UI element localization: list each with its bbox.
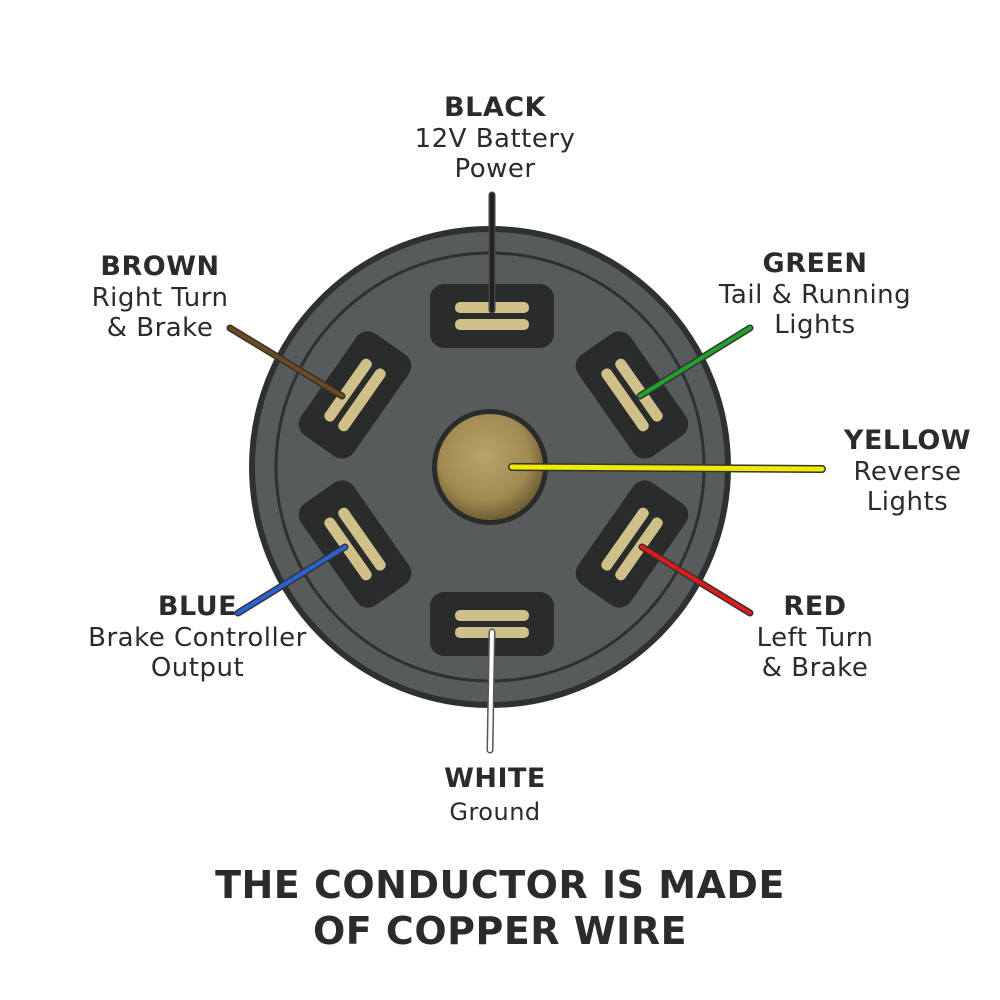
pin-desc-blue: Brake Controller Output <box>88 623 307 683</box>
wire-white <box>486 628 496 754</box>
wire-brown <box>226 324 346 400</box>
pin-name-brown: BROWN <box>100 251 220 282</box>
wire-yellow <box>508 463 826 473</box>
blade <box>601 368 649 432</box>
pin-name-black: BLACK <box>444 92 546 123</box>
wire-blue <box>234 543 349 617</box>
pin-desc-white: Ground <box>449 798 541 826</box>
label-white: WHITE Ground <box>395 763 595 829</box>
pin-name-white: WHITE <box>444 763 546 794</box>
blade <box>338 368 386 432</box>
pin-desc-green: Tail & Running Lights <box>718 280 912 340</box>
blade <box>338 507 386 571</box>
pin-name-yellow: YELLOW <box>843 425 972 456</box>
blade <box>324 517 372 581</box>
pin-desc-yellow: Reverse Lights <box>853 457 962 517</box>
blade <box>615 358 663 422</box>
footer-caption: THE CONDUCTOR IS MADE OF COPPER WIRE <box>215 863 785 953</box>
blade <box>601 507 649 571</box>
label-red: RED Left Turn & Brake <box>735 591 895 683</box>
label-brown: BROWN Right Turn & Brake <box>40 251 280 343</box>
socket-upper-left <box>298 331 412 459</box>
blade <box>615 517 663 581</box>
blade <box>455 319 529 330</box>
center-pin <box>432 409 548 525</box>
pin-name-green: GREEN <box>762 248 868 279</box>
pin-desc-black: 12V Battery Power <box>414 124 576 184</box>
pin-name-red: RED <box>783 591 847 622</box>
label-yellow: YELLOW Reverse Lights <box>820 425 995 517</box>
label-black: BLACK 12V Battery Power <box>365 92 625 184</box>
pin-name-blue: BLUE <box>157 591 238 622</box>
wire-red <box>638 543 754 617</box>
socket-upper-right <box>575 331 689 459</box>
pin-desc-brown: Right Turn & Brake <box>91 283 229 343</box>
wire-green <box>636 324 754 400</box>
blade <box>455 610 529 621</box>
blade <box>324 358 372 422</box>
socket-lower-right <box>575 480 689 608</box>
socket-lower-left <box>298 480 412 608</box>
label-green: GREEN Tail & Running Lights <box>690 248 940 340</box>
label-blue: BLUE Brake Controller Output <box>60 591 335 683</box>
pin-desc-red: Left Turn & Brake <box>756 623 874 683</box>
